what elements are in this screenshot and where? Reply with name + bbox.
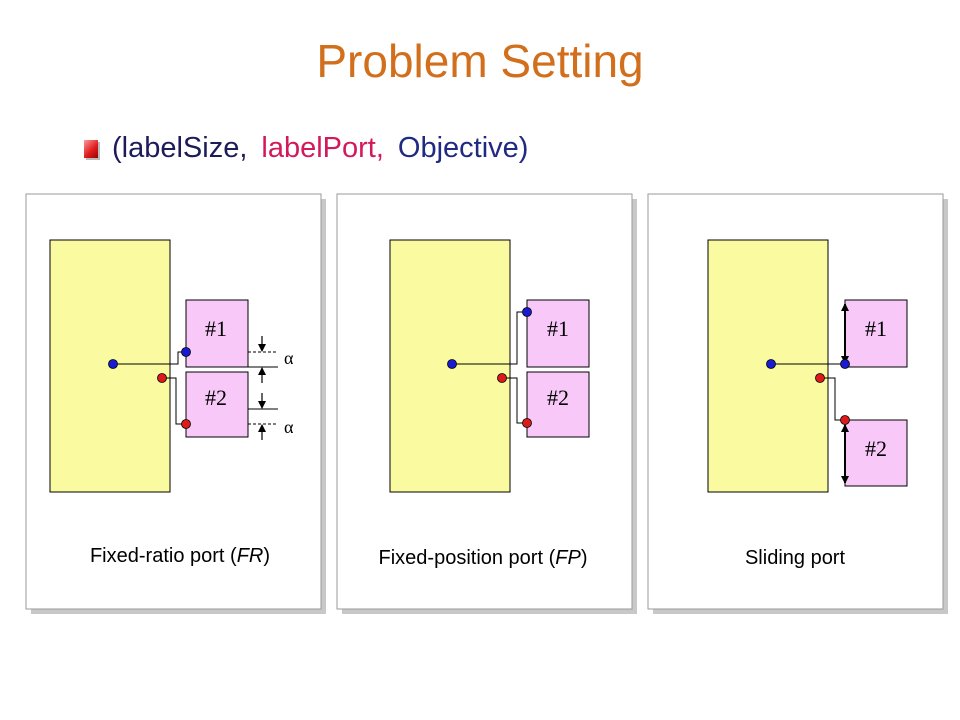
- page-title: Problem Setting: [316, 35, 644, 87]
- panel-fixed-ratio: #1 #2 α α Fixed-ratio port (FR): [25, 193, 326, 614]
- label-box-2: [844, 419, 908, 487]
- node-port-red: [815, 373, 825, 383]
- panel-sliding: #1 #2 Sliding port: [647, 193, 948, 614]
- alpha-label: α: [284, 417, 294, 437]
- node-port-red: [157, 373, 167, 383]
- label-box-1: [185, 299, 249, 368]
- bullet-icon: [84, 139, 98, 158]
- panel-fixed-position: #1 #2 Fixed-position port (FP): [336, 193, 637, 614]
- panel-caption: Fixed-ratio port (FR): [90, 545, 270, 567]
- label-port-red: [181, 419, 191, 429]
- bullet-text-label-port: labelPort,: [261, 132, 384, 164]
- panel-caption: Sliding port: [745, 547, 846, 569]
- bullet-item: (labelSize, labelPort, Objective): [84, 132, 528, 165]
- label-1-text: #1: [547, 316, 569, 341]
- label-1-text: #1: [865, 316, 887, 341]
- label-port-red: [522, 418, 532, 428]
- label-1-text: #1: [205, 316, 227, 341]
- leader-line-1: [452, 311, 527, 365]
- label-port-blue: [840, 359, 850, 369]
- leader-line-2: [502, 377, 527, 424]
- leader-line-2: [820, 377, 845, 421]
- label-2-text: #2: [865, 436, 887, 461]
- node-port-blue: [108, 359, 118, 369]
- label-port-red: [840, 415, 850, 425]
- label-port-blue: [522, 307, 532, 317]
- node-port-blue: [766, 359, 776, 369]
- label-2-text: #2: [205, 385, 227, 410]
- leader-line-2: [162, 377, 186, 425]
- label-box-2: [185, 371, 249, 438]
- alpha-label: α: [284, 348, 294, 368]
- node-port-red: [497, 373, 507, 383]
- label-box-1: [844, 299, 908, 368]
- node-port-blue: [447, 359, 457, 369]
- label-box-1: [526, 299, 590, 368]
- label-box-2: [526, 371, 590, 438]
- panel-caption: Fixed-position port (FP): [379, 547, 588, 569]
- label-port-blue: [181, 347, 191, 357]
- bullet-text-label-size: (labelSize,: [112, 132, 248, 164]
- bullet-text-objective: Objective): [397, 132, 529, 164]
- label-2-text: #2: [547, 385, 569, 410]
